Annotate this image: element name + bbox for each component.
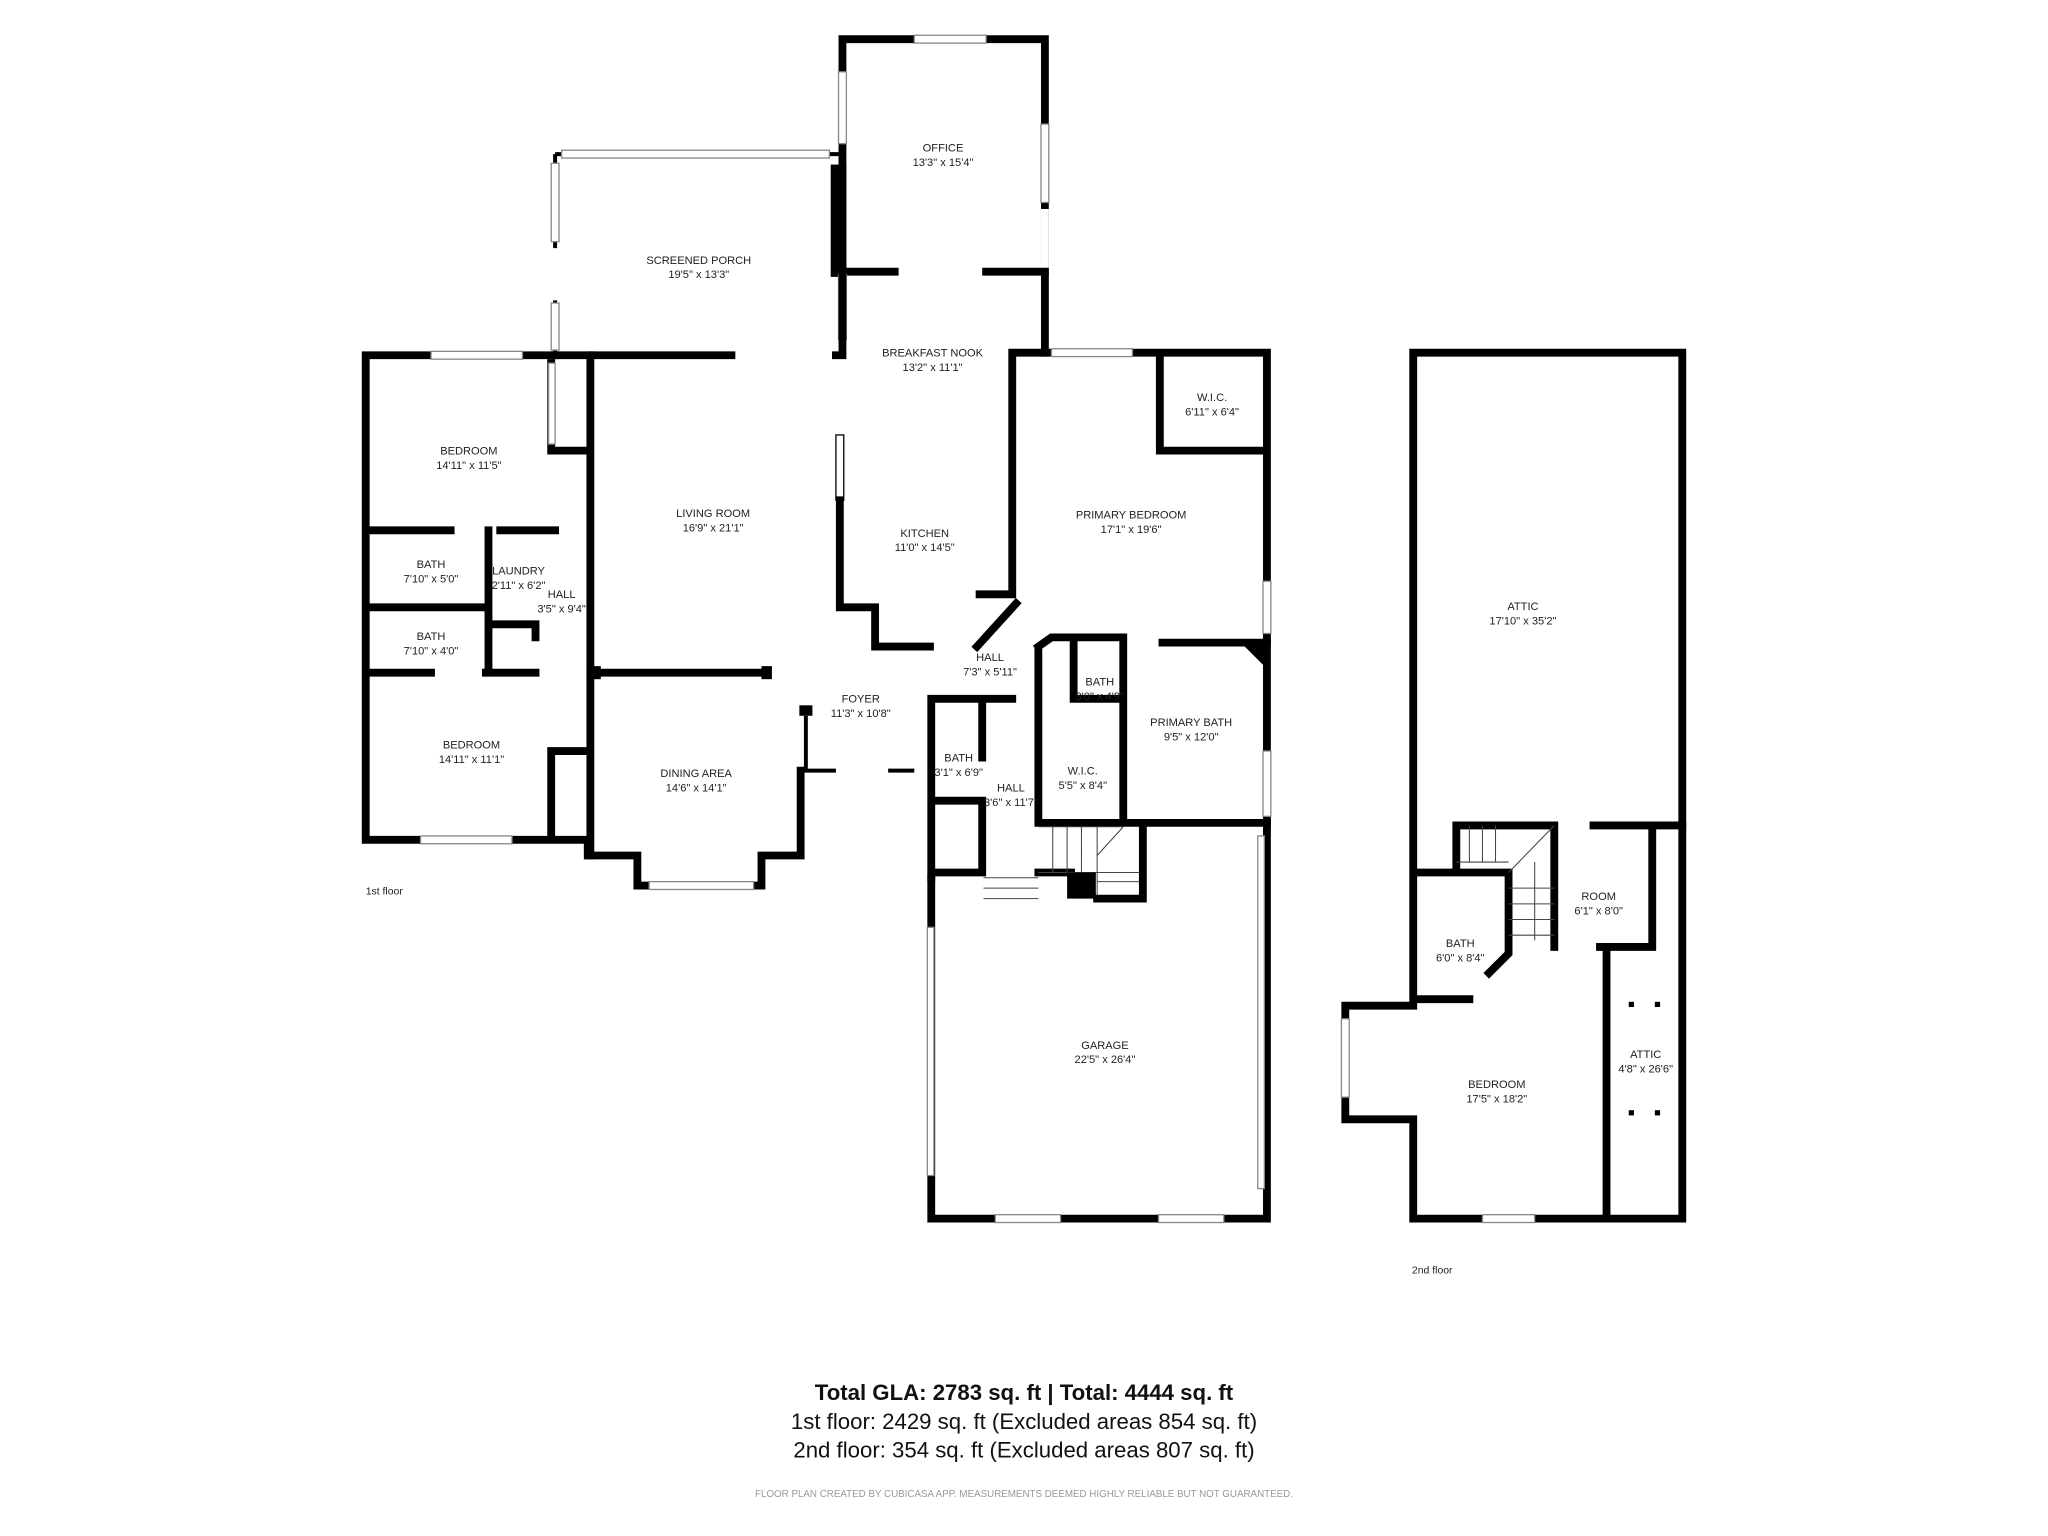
room-label-kitchen: KITCHEN 11'0" x 14'5" <box>895 528 955 554</box>
svg-text:BEDROOM: BEDROOM <box>1468 1079 1525 1091</box>
second-floor-area: 2nd floor: 354 sq. ft (Excluded areas 80… <box>793 1438 1254 1463</box>
svg-text:BATH: BATH <box>1446 938 1475 950</box>
floor-label: 1st floor <box>366 887 404 898</box>
room-label-foyer: FOYER 11'3" x 10'8" <box>831 694 891 720</box>
svg-text:22'5" x 26'4": 22'5" x 26'4" <box>1075 1054 1136 1066</box>
svg-text:3'0" x 4'9": 3'0" x 4'9" <box>1075 691 1124 703</box>
svg-text:PRIMARY BEDROOM: PRIMARY BEDROOM <box>1076 510 1187 522</box>
room-label-screened-porch: SCREENED PORCH 19'5" x 13'3" <box>646 255 751 281</box>
svg-text:11'0" x 14'5": 11'0" x 14'5" <box>895 542 955 554</box>
svg-text:BATH: BATH <box>417 631 446 643</box>
svg-text:17'5" x 18'2": 17'5" x 18'2" <box>1466 1093 1527 1105</box>
room-label-bath: BATH 6'0" x 8'4" <box>1436 938 1485 964</box>
svg-text:BREAKFAST NOOK: BREAKFAST NOOK <box>882 348 984 360</box>
second-floor-walls <box>1340 348 1687 1224</box>
svg-text:ROOM: ROOM <box>1581 891 1616 903</box>
svg-text:2'11" x 6'2": 2'11" x 6'2" <box>492 580 546 592</box>
room-label-laundry: LAUNDRY 2'11" x 6'2" <box>492 566 546 592</box>
svg-text:BEDROOM: BEDROOM <box>443 739 500 751</box>
svg-text:ATTIC: ATTIC <box>1507 601 1538 613</box>
svg-text:17'1" x 19'6": 17'1" x 19'6" <box>1101 524 1162 536</box>
svg-text:GARAGE: GARAGE <box>1081 1040 1128 1052</box>
svg-text:HALL: HALL <box>976 652 1004 664</box>
svg-text:W.I.C.: W.I.C. <box>1068 766 1098 778</box>
svg-text:11'3" x 10'8": 11'3" x 10'8" <box>831 708 891 720</box>
svg-text:3'1" x 6'9": 3'1" x 6'9" <box>934 767 983 779</box>
svg-text:BATH: BATH <box>417 559 446 571</box>
room-label-bath: BATH 7'10" x 4'0" <box>404 631 459 657</box>
svg-text:7'10" x 4'0": 7'10" x 4'0" <box>404 645 459 657</box>
room-label-breakfast-nook: BREAKFAST NOOK 13'2" x 11'1" <box>882 348 984 374</box>
svg-text:7'3" x 5'11": 7'3" x 5'11" <box>963 666 1017 678</box>
svg-text:13'2" x 11'1": 13'2" x 11'1" <box>903 362 963 374</box>
room-label-primary-bath: PRIMARY BATH 9'5" x 12'0" <box>1150 717 1232 743</box>
disclaimer: FLOOR PLAN CREATED BY CUBICASA APP. MEAS… <box>755 1489 1293 1500</box>
svg-text:ATTIC: ATTIC <box>1630 1049 1661 1061</box>
svg-text:LIVING ROOM: LIVING ROOM <box>676 508 750 520</box>
room-label-bedroom: BEDROOM 14'11" x 11'5" <box>436 446 501 472</box>
room-label-hall: HALL 7'3" x 5'11" <box>963 652 1017 678</box>
svg-text:6'1" x 8'0": 6'1" x 8'0" <box>1574 905 1623 917</box>
first-floor-area: 1st floor: 2429 sq. ft (Excluded areas 8… <box>791 1409 1257 1434</box>
svg-text:W.I.C.: W.I.C. <box>1197 392 1227 404</box>
svg-text:BATH: BATH <box>944 752 973 764</box>
svg-text:KITCHEN: KITCHEN <box>900 528 949 540</box>
room-label-attic: ATTIC 17'10" x 35'2" <box>1489 601 1556 627</box>
room-label-hall: HALL 3'5" x 9'4" <box>537 589 586 615</box>
svg-text:6'0" x 8'4": 6'0" x 8'4" <box>1436 952 1485 964</box>
svg-text:7'10" x 5'0": 7'10" x 5'0" <box>404 574 459 586</box>
total-area: Total GLA: 2783 sq. ft | Total: 4444 sq.… <box>815 1380 1234 1405</box>
floor-label: 2nd floor <box>1412 1265 1453 1276</box>
room-label-bath: BATH 3'1" x 6'9" <box>934 752 983 778</box>
room-label-wic: W.I.C. 6'11" x 6'4" <box>1185 392 1239 418</box>
room-label-bedroom: BEDROOM 14'11" x 11'1" <box>439 739 504 765</box>
svg-text:DINING AREA: DINING AREA <box>660 768 732 780</box>
room-label-living-room: LIVING ROOM 16'9" x 21'1" <box>676 508 750 534</box>
svg-text:3'5" x 9'4": 3'5" x 9'4" <box>537 604 586 616</box>
svg-text:14'11" x 11'1": 14'11" x 11'1" <box>439 754 504 766</box>
first-floor-walls <box>361 34 1272 1224</box>
svg-text:PRIMARY BATH: PRIMARY BATH <box>1150 717 1232 729</box>
room-label-garage: GARAGE 22'5" x 26'4" <box>1075 1040 1136 1066</box>
svg-text:3'6" x 11'7": 3'6" x 11'7" <box>984 797 1038 809</box>
svg-text:9'5" x 12'0": 9'5" x 12'0" <box>1164 732 1219 744</box>
room-label-hall: HALL 3'6" x 11'7" <box>984 783 1038 809</box>
svg-text:SCREENED PORCH: SCREENED PORCH <box>646 255 751 267</box>
svg-text:13'3" x 15'4": 13'3" x 15'4" <box>913 157 974 169</box>
svg-text:16'9" x 21'1": 16'9" x 21'1" <box>683 523 744 535</box>
svg-text:14'6" x 14'1": 14'6" x 14'1" <box>666 783 727 795</box>
room-label-bath: BATH 3'0" x 4'9" <box>1075 677 1124 703</box>
svg-text:BATH: BATH <box>1085 677 1114 689</box>
room-label-attic: ATTIC 4'8" x 26'6" <box>1618 1049 1673 1075</box>
svg-text:17'10" x 35'2": 17'10" x 35'2" <box>1489 615 1556 627</box>
room-label-primary-bedroom: PRIMARY BEDROOM 17'1" x 19'6" <box>1076 510 1187 536</box>
room-label-bath: BATH 7'10" x 5'0" <box>404 559 459 585</box>
second-floor-labels: 2nd floor ATTIC 17'10" x 35'2" ROOM 6'1" x… <box>1412 601 1673 1277</box>
svg-text:6'11" x 6'4": 6'11" x 6'4" <box>1185 406 1239 418</box>
svg-text:19'5" x 13'3": 19'5" x 13'3" <box>668 269 729 281</box>
room-label-office: OFFICE 13'3" x 15'4" <box>913 143 974 169</box>
svg-text:4'8" x 26'6": 4'8" x 26'6" <box>1618 1063 1673 1075</box>
svg-text:HALL: HALL <box>997 783 1025 795</box>
svg-text:LAUNDRY: LAUNDRY <box>492 566 545 578</box>
svg-text:BEDROOM: BEDROOM <box>440 446 497 458</box>
svg-text:FOYER: FOYER <box>842 694 880 706</box>
room-label-room: ROOM 6'1" x 8'0" <box>1574 891 1623 917</box>
room-label-dining-area: DINING AREA 14'6" x 14'1" <box>660 768 732 794</box>
svg-text:14'11" x 11'5": 14'11" x 11'5" <box>436 460 501 472</box>
svg-text:5'5" x 8'4": 5'5" x 8'4" <box>1059 780 1108 792</box>
room-label-wic: W.I.C. 5'5" x 8'4" <box>1059 766 1108 792</box>
first-floor-labels: 1st floor OFFICE 13'3" x 15'4" SCREENED P… <box>366 143 1239 1067</box>
room-label-bedroom: BEDROOM 17'5" x 18'2" <box>1466 1079 1527 1105</box>
area-summary: Total GLA: 2783 sq. ft | Total: 4444 sq.… <box>755 1380 1293 1500</box>
svg-text:OFFICE: OFFICE <box>923 143 964 155</box>
svg-text:HALL: HALL <box>548 589 576 601</box>
